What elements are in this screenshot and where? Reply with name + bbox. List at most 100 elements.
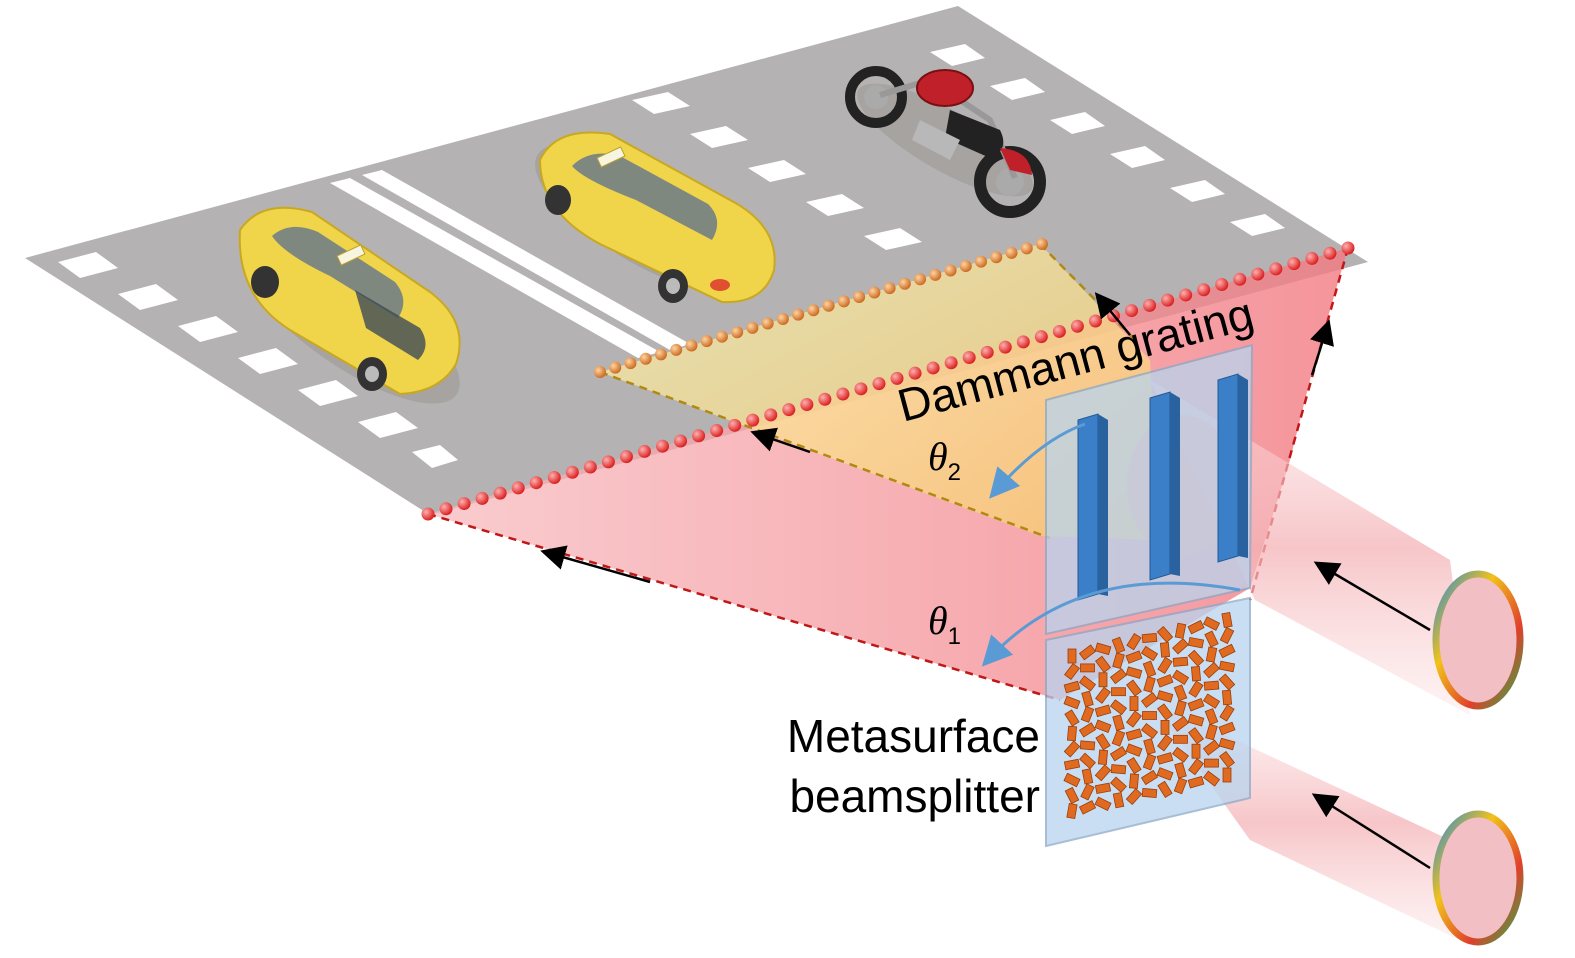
lane-marks-inner-right bbox=[930, 44, 1285, 236]
orange-dot bbox=[959, 260, 972, 273]
propagation-arrows bbox=[540, 292, 1334, 584]
metasurface-pillar bbox=[1097, 749, 1109, 766]
red-dot bbox=[601, 455, 615, 469]
red-dot bbox=[1143, 298, 1157, 312]
metasurface-pillar bbox=[1188, 758, 1204, 776]
orange-dot bbox=[776, 313, 789, 326]
metasurface-pillar bbox=[1140, 645, 1159, 662]
orange-dot bbox=[975, 255, 988, 268]
red-dot bbox=[421, 507, 435, 521]
metasurface-pillar bbox=[1063, 758, 1081, 771]
metasurface-pillar bbox=[1219, 750, 1235, 769]
metasurface-pillar bbox=[1218, 721, 1236, 736]
metasurface-pillar bbox=[1078, 722, 1097, 738]
metasurface-pillar bbox=[1063, 772, 1081, 788]
metasurface-pillar bbox=[1202, 770, 1221, 787]
arrow-input-lower bbox=[1311, 793, 1431, 870]
orange-dot bbox=[822, 299, 835, 312]
metasurface-pillar bbox=[1081, 690, 1094, 708]
orange-dot bbox=[624, 357, 637, 370]
red-dot bbox=[511, 481, 525, 495]
metasurface-pillar bbox=[1126, 632, 1142, 651]
metasurface-pillar bbox=[1205, 723, 1218, 741]
orange-dot bbox=[746, 321, 759, 334]
metasurface-pillar bbox=[1173, 777, 1188, 795]
metasurface-pillar bbox=[1140, 723, 1159, 739]
yellow-beam-edge-bottom bbox=[599, 370, 1051, 540]
metasurface-pillar bbox=[1066, 802, 1078, 820]
metasurface-label-line2: beamsplitter bbox=[789, 770, 1040, 822]
theta1-arc-arrow bbox=[981, 581, 1241, 667]
metasurface-pillar bbox=[1094, 719, 1112, 734]
metasurface-pillar bbox=[1204, 758, 1219, 768]
taxi-car-middle bbox=[535, 131, 776, 304]
arrow-yellow-beam-up bbox=[1094, 292, 1131, 336]
metasurface-pillar bbox=[1126, 756, 1142, 775]
orange-dot bbox=[853, 290, 866, 303]
metasurface-pillar bbox=[1094, 764, 1112, 782]
metasurface-pillar bbox=[1187, 636, 1205, 649]
metasurface-pillar bbox=[1204, 708, 1219, 726]
metasurface-pillar bbox=[1095, 686, 1111, 704]
orange-dot bbox=[639, 352, 652, 365]
metasurface-pillar bbox=[1063, 680, 1081, 694]
metasurface-pillar bbox=[1171, 746, 1190, 763]
red-dot bbox=[1305, 251, 1319, 265]
metasurface-pillar bbox=[1202, 616, 1221, 631]
lane-marks-left-edge bbox=[58, 252, 458, 468]
orange-dot bbox=[731, 326, 744, 339]
red-dot bbox=[854, 382, 868, 396]
metasurface-pillar bbox=[1202, 693, 1221, 709]
red-dot bbox=[1016, 335, 1030, 349]
metasurface-pillar bbox=[1160, 720, 1170, 735]
metasurface-pillar bbox=[1191, 743, 1201, 759]
orange-dot bbox=[609, 361, 622, 374]
metasurface-pillar bbox=[1064, 786, 1080, 805]
metasurface-pillar bbox=[1080, 783, 1095, 801]
metasurface-pillar bbox=[1111, 729, 1126, 747]
orange-dot bbox=[868, 286, 881, 299]
metasurface-pillar bbox=[1126, 710, 1142, 728]
metasurface-pillar bbox=[1187, 713, 1205, 727]
metasurface-pillar bbox=[1109, 668, 1128, 685]
red-dot bbox=[583, 460, 597, 474]
theta1-label: θ1 bbox=[928, 598, 961, 650]
metasurface-pillar bbox=[1219, 704, 1235, 722]
metasurface-pillar bbox=[1142, 753, 1157, 771]
theta2-arc-arrow bbox=[989, 422, 1086, 499]
orange-dot bbox=[944, 264, 957, 277]
metasurface-pillar bbox=[1157, 780, 1173, 799]
metasurface-pillar bbox=[1140, 769, 1159, 786]
orange-dot bbox=[654, 348, 667, 361]
orange-dot bbox=[685, 339, 698, 352]
orange-dot bbox=[670, 343, 683, 356]
red-dot bbox=[908, 366, 922, 380]
metasurface-pillar bbox=[1080, 705, 1095, 723]
dammann-grating bbox=[1045, 343, 1254, 636]
metasurface-pillar bbox=[1125, 743, 1143, 757]
metasurface-pillar bbox=[1187, 649, 1205, 667]
red-dot bbox=[674, 434, 688, 448]
red-dot bbox=[529, 476, 543, 490]
metasurface-pillar bbox=[1081, 768, 1094, 785]
metasurface-pillar bbox=[1129, 696, 1139, 711]
metasurface-pillar bbox=[1156, 674, 1174, 688]
metasurface-pillar bbox=[1126, 679, 1142, 697]
arrow-red-beam-up bbox=[1310, 319, 1334, 376]
metasurface-pillar bbox=[1218, 673, 1236, 691]
red-dot bbox=[637, 444, 651, 458]
metasurface-pillar bbox=[1110, 776, 1127, 793]
red-dot bbox=[998, 340, 1012, 354]
metasurface-pillar bbox=[1063, 695, 1081, 710]
red-beam-edge-bottom bbox=[427, 512, 1061, 702]
orange-dot bbox=[594, 366, 606, 378]
metasurface-pillar bbox=[1203, 680, 1220, 691]
metasurface-pillar bbox=[1187, 775, 1205, 789]
metasurface-pillar bbox=[1111, 687, 1126, 697]
metasurface-pillar bbox=[1187, 697, 1205, 712]
metasurface-pillar bbox=[1172, 638, 1189, 655]
red-dot bbox=[728, 418, 742, 432]
red-beam-edge-right bbox=[1248, 247, 1350, 601]
metasurface-pillar bbox=[1078, 675, 1097, 692]
